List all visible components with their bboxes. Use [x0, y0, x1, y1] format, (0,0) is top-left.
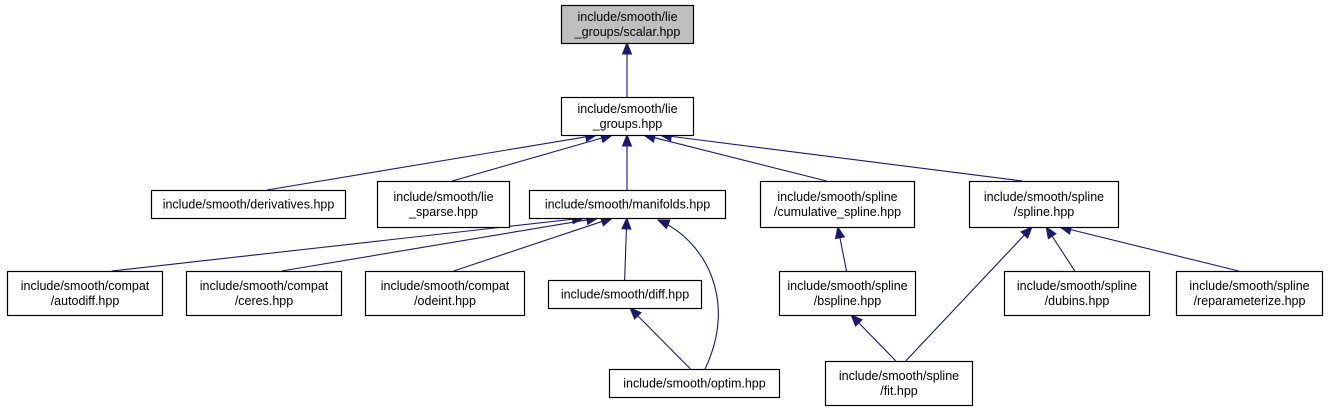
node-box — [185, 270, 343, 317]
edge-fit-to-bspline — [850, 314, 897, 362]
edge-bspline-to-cumulative_spline — [834, 225, 848, 272]
node-autodiff[interactable]: include/smooth/compat/autodiff.hpp — [6, 270, 164, 317]
node-reparameterize[interactable]: include/smooth/spline/reparameterize.hpp — [1175, 270, 1324, 317]
node-box — [608, 368, 781, 399]
node-label-line: include/smooth/compat — [21, 279, 150, 293]
node-label-line: /spline.hpp — [1014, 205, 1075, 219]
arrow-head — [621, 216, 632, 230]
edge-spline-to-lie_groups — [659, 131, 1023, 182]
node-dubins[interactable]: include/smooth/spline/dubins.hpp — [1003, 270, 1151, 317]
edge-line — [1051, 235, 1076, 272]
edge-diff-to-manifolds — [621, 216, 632, 281]
node-box — [150, 189, 347, 220]
node-label-line: /bspline.hpp — [814, 294, 881, 308]
node-label-line: include/smooth/derivatives.hpp — [163, 198, 335, 212]
edge-manifolds-to-lie_groups — [621, 133, 633, 190]
edge-line — [653, 136, 827, 182]
edge-line — [905, 233, 1026, 362]
node-box — [364, 270, 526, 317]
node-lie-groups[interactable]: include/smooth/lie_groups.hpp — [560, 96, 695, 137]
edge-line — [624, 227, 627, 281]
node-cumulative-spline[interactable]: include/smooth/spline/cumulative_spline.… — [759, 180, 916, 229]
node-label-line: include/smooth/diff.hpp — [561, 288, 689, 302]
edge-optim-to-diff — [629, 307, 691, 370]
node-box — [560, 96, 695, 137]
node-label-line: /dubins.hpp — [1045, 294, 1110, 308]
node-lie-sparse[interactable]: include/smooth/lie_sparse.hpp — [376, 180, 511, 229]
edge-lie_groups-to-scalar — [621, 41, 633, 97]
edge-line — [657, 219, 719, 370]
node-label-line: include/smooth/compat — [200, 279, 329, 293]
node-box — [1003, 270, 1151, 317]
edge-optim-to-manifolds — [656, 219, 719, 370]
node-label-line: include/smooth/spline — [787, 279, 907, 293]
edge-fit-to-spline — [905, 226, 1033, 362]
node-label-line: /reparameterize.hpp — [1194, 294, 1306, 308]
edge-lie_sparse-to-lie_groups — [452, 133, 614, 182]
edge-line — [839, 236, 848, 272]
node-label-line: include/smooth/optim.hpp — [623, 377, 765, 391]
node-manifolds[interactable]: include/smooth/manifolds.hpp — [528, 189, 727, 220]
node-box — [560, 4, 695, 45]
node-label-line: include/smooth/lie — [393, 190, 493, 204]
node-label-line: include/smooth/spline — [1189, 279, 1309, 293]
edge-line — [281, 219, 589, 272]
node-odeint[interactable]: include/smooth/compat/odeint.hpp — [364, 270, 526, 317]
node-box — [6, 270, 164, 317]
node-label-line: /ceres.hpp — [235, 294, 293, 308]
edge-line — [1069, 228, 1239, 272]
node-box — [778, 270, 917, 317]
node-box — [968, 180, 1120, 229]
node-label-line: _groups/scalar.hpp — [574, 25, 681, 39]
arrow-head — [1020, 226, 1033, 239]
node-optim[interactable]: include/smooth/optim.hpp — [608, 368, 781, 399]
edge-line — [636, 314, 691, 370]
arrow-head — [850, 314, 863, 327]
node-ceres[interactable]: include/smooth/compat/ceres.hpp — [185, 270, 343, 317]
node-label-line: include/smooth/spline — [839, 369, 959, 383]
node-box — [1175, 270, 1324, 317]
node-label-line: /autodiff.hpp — [51, 294, 120, 308]
edge-reparameterize-to-spline — [1058, 224, 1239, 272]
node-diff[interactable]: include/smooth/diff.hpp — [547, 279, 703, 310]
node-label-line: include/smooth/spline — [777, 190, 897, 204]
node-box — [528, 189, 727, 220]
arrow-head — [834, 225, 846, 240]
node-box — [376, 180, 511, 229]
edge-line — [452, 137, 603, 182]
dependency-edges — [111, 41, 1239, 370]
arrow-head — [621, 133, 633, 147]
node-label-line: include/smooth/spline — [1017, 279, 1137, 293]
arrow-head — [1045, 225, 1057, 240]
edge-line — [857, 321, 897, 362]
arrow-head — [629, 307, 642, 320]
edge-line — [670, 135, 1023, 182]
node-box — [824, 360, 974, 407]
file-nodes: include/smooth/lie_groups/scalar.hppincl… — [6, 4, 1324, 407]
node-label-line: /fit.hpp — [880, 384, 918, 398]
arrow-head — [656, 219, 671, 230]
node-label-line: include/smooth/lie — [577, 102, 677, 116]
edge-line — [453, 220, 604, 272]
node-label-line: include/smooth/spline — [984, 190, 1104, 204]
node-label-line: /odeint.hpp — [414, 294, 476, 308]
node-label-line: include/smooth/manifolds.hpp — [545, 198, 710, 212]
node-label-line: /cumulative_spline.hpp — [774, 205, 901, 219]
node-label-line: include/smooth/compat — [381, 279, 510, 293]
node-label-line: _groups.hpp — [592, 117, 663, 131]
edge-autodiff-to-manifolds — [111, 214, 585, 272]
arrow-head — [621, 41, 633, 55]
node-derivatives[interactable]: include/smooth/derivatives.hpp — [150, 189, 347, 220]
node-box — [547, 279, 703, 310]
node-box — [759, 180, 916, 229]
node-bspline[interactable]: include/smooth/spline/bspline.hpp — [778, 270, 917, 317]
edge-line — [266, 136, 587, 191]
node-fit[interactable]: include/smooth/spline/fit.hpp — [824, 360, 974, 407]
node-spline[interactable]: include/smooth/spline/spline.hpp — [968, 180, 1120, 229]
edge-dubins-to-spline — [1045, 225, 1076, 272]
node-label-line: include/smooth/lie — [577, 10, 677, 24]
node-label-line: _sparse.hpp — [408, 205, 478, 219]
node-scalar: include/smooth/lie_groups/scalar.hpp — [560, 4, 695, 45]
